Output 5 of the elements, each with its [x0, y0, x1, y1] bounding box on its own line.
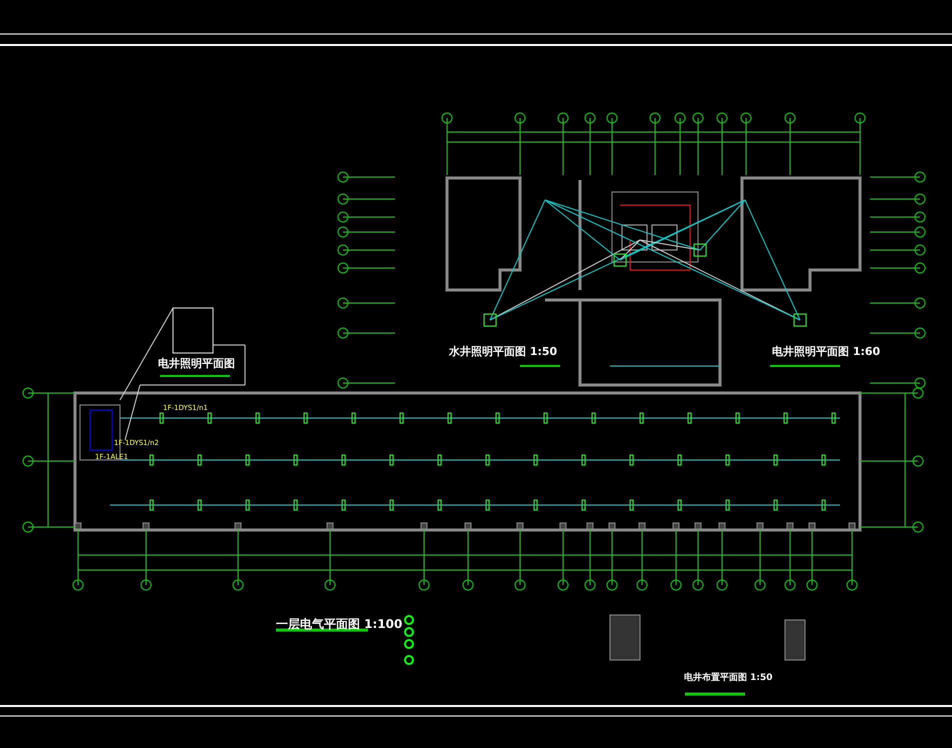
view-title: 电井布置平面图 1:50	[684, 671, 773, 684]
view-title: 电井照明平面图	[158, 356, 235, 371]
drawing-title: 一层电气平面图 1:100	[276, 616, 402, 633]
view-title: 电井照明平面图 1:60	[772, 344, 880, 359]
view-title: 水井照明平面图 1:50	[449, 344, 558, 359]
